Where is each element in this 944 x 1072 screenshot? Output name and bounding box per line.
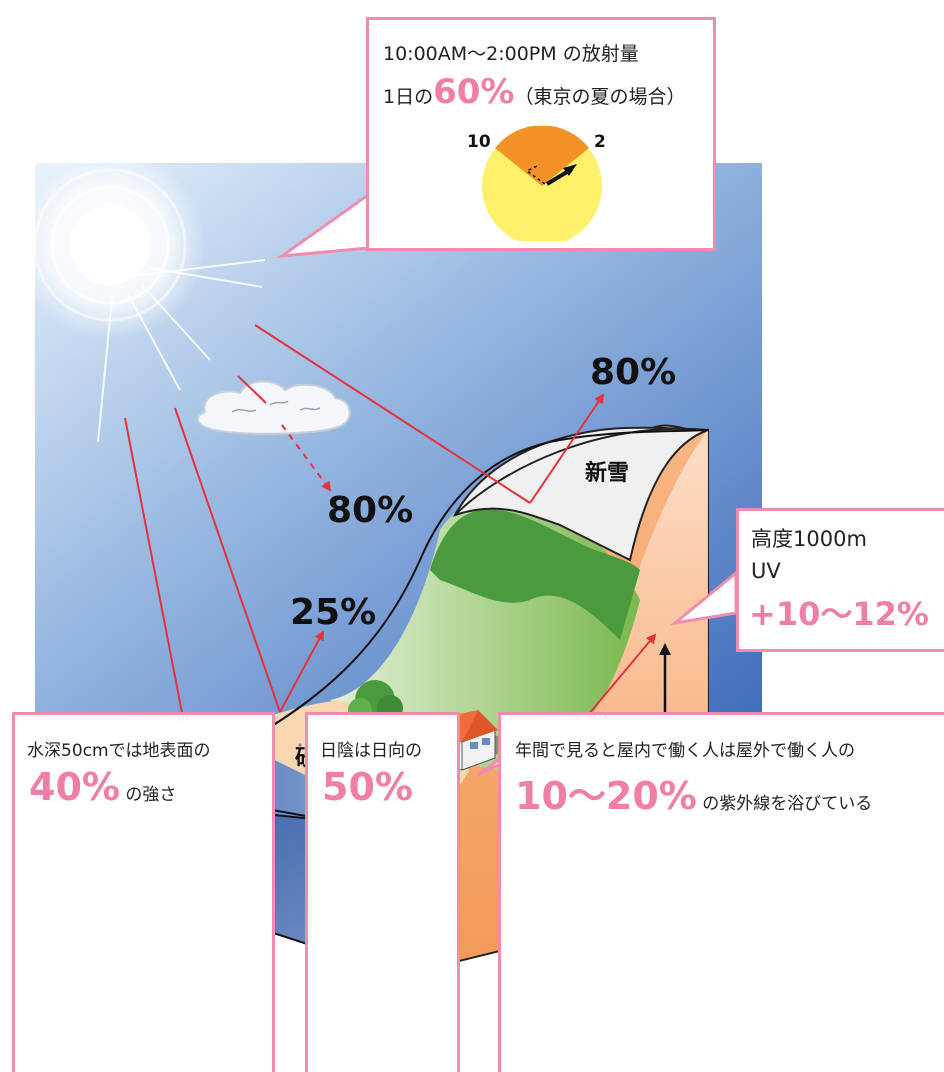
altitude-line1: 高度1000m [751,527,867,551]
sun-hours-callout: 10:00AM〜2:00PM の放射量 1日の60%（東京の夏の場合） 10 2 [366,17,716,251]
sun-hours-percent: 60% [433,72,515,112]
altitude-percent: +10〜12% [749,595,929,633]
sun-hours-line1: 10:00AM〜2:00PM の放射量 [383,43,639,65]
snow-reflection-percent: 80% [590,352,677,393]
indoor-percent: 10〜20% [515,774,697,818]
clock-icon [482,126,602,241]
clock-label-2: 2 [594,132,606,152]
water-depth-value: 40% の強さ [29,765,176,809]
shade-line1: 日陰は日向の [320,741,422,761]
indoor-value: 10〜20% の紫外線を浴びている [515,765,872,820]
water-depth-callout: 水深50cmでは地表面の 40% の強さ [12,712,275,1072]
sand-reflection-percent: 25% [290,592,377,633]
altitude-callout: 高度1000m UV +10〜12% [736,508,944,652]
cloud-transmission-percent: 80% [327,490,414,531]
shade-percent: 50% [322,765,413,809]
water-depth-suffix: の強さ [119,785,177,805]
sun-icon [15,150,266,443]
snow-label: 新雪 [585,461,630,486]
sun-hours-prefix: 1日の [383,86,434,108]
water-depth-line1: 水深50cmでは地表面の [27,741,211,761]
indoor-callout: 年間で見ると屋内で働く人は屋外で働く人の 10〜20% の紫外線を浴びている [498,712,944,1072]
clock-label-10: 10 [467,132,491,152]
water-depth-percent: 40% [29,765,120,809]
shade-callout: 日陰は日向の 50% [305,712,460,1072]
indoor-line1: 年間で見ると屋内で働く人は屋外で働く人の [515,741,855,761]
cloud-icon [196,380,351,435]
indoor-suffix: の紫外線を浴びている [696,794,873,814]
sun-hours-line2: 1日の60%（東京の夏の場合） [383,75,686,111]
altitude-line2: UV [751,559,781,583]
sun-hours-suffix: （東京の夏の場合） [514,86,686,108]
